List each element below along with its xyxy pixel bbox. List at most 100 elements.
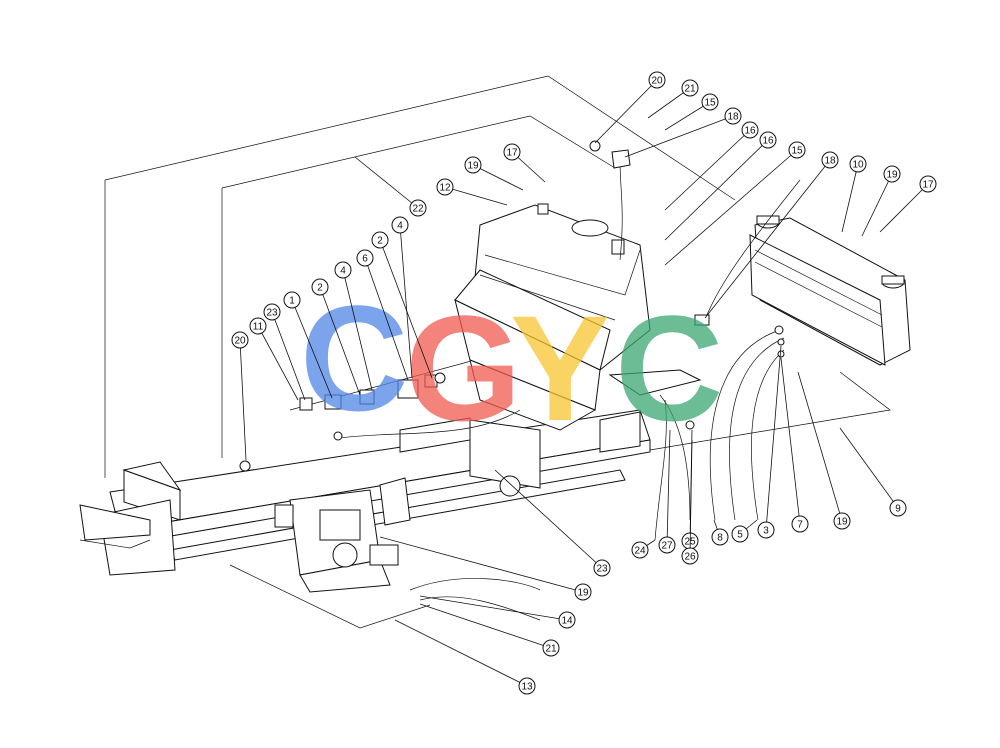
callout-3: 3 xyxy=(757,345,782,539)
callout-circle xyxy=(558,611,576,629)
callout-11: 11 xyxy=(249,317,299,401)
callout-leader-line xyxy=(257,325,299,401)
callout-16: 16 xyxy=(664,121,759,211)
callout-10: 10 xyxy=(841,155,867,233)
callout-circle xyxy=(849,155,867,173)
callout-5: 5 xyxy=(731,519,758,543)
callout-4: 4 xyxy=(391,216,413,379)
main-tank xyxy=(454,203,702,431)
callout-number: 20 xyxy=(234,336,246,347)
callout-leader-line xyxy=(291,299,333,399)
callout-9: 9 xyxy=(839,427,907,517)
callout-17: 17 xyxy=(879,175,937,233)
callout-circle xyxy=(283,291,301,309)
callout-20: 20 xyxy=(594,71,666,144)
callout-circle xyxy=(334,261,352,279)
callout-7: 7 xyxy=(780,357,809,533)
callout-leader-line xyxy=(239,339,247,461)
callout-circle xyxy=(701,93,719,111)
callout-2: 2 xyxy=(311,278,361,396)
callout-leader-line xyxy=(319,286,361,396)
callout-number: 12 xyxy=(439,183,451,194)
callout-13: 13 xyxy=(394,619,536,695)
callout-15: 15 xyxy=(664,93,719,131)
callout-18: 18 xyxy=(624,107,742,158)
callout-leader-line xyxy=(664,129,751,211)
callout-22: 22 xyxy=(354,156,427,217)
watermark-letter: Y xyxy=(510,284,610,452)
callout-16: 16 xyxy=(664,131,777,241)
callout-4: 4 xyxy=(334,261,373,391)
callout-circle xyxy=(356,249,374,267)
callout-circle xyxy=(681,547,699,565)
callout-circle xyxy=(231,331,249,349)
callout-8: 8 xyxy=(711,519,729,546)
callout-number: 19 xyxy=(577,588,589,599)
callout-21: 21 xyxy=(647,79,699,119)
callout-number: 14 xyxy=(561,616,573,627)
callout-circle xyxy=(263,303,281,321)
callout-18: 18 xyxy=(704,151,839,319)
callout-circle xyxy=(711,528,729,546)
callout-circle xyxy=(889,499,907,517)
callout-number: 7 xyxy=(797,520,803,531)
callout-circle xyxy=(503,143,521,161)
callout-circle xyxy=(518,677,536,695)
callout-24: 24 xyxy=(631,539,656,559)
callout-leader-line xyxy=(624,115,734,158)
callout-number: 26 xyxy=(684,552,696,563)
callout-number: 1 xyxy=(289,296,295,307)
callout-circle xyxy=(883,165,901,183)
callout-circle xyxy=(788,141,806,159)
callout-leader-line xyxy=(797,371,843,522)
callout-circle xyxy=(409,199,427,217)
pump-assembly xyxy=(274,477,411,593)
callout-19: 19 xyxy=(464,156,524,191)
watermark-letter: C xyxy=(615,284,723,452)
callout-number: 13 xyxy=(521,682,533,693)
callout-number: 2 xyxy=(317,283,323,294)
callout-leader-line xyxy=(444,186,508,206)
callout-number: 16 xyxy=(762,136,774,147)
callout-circle xyxy=(821,151,839,169)
callout-leader-line xyxy=(839,427,899,509)
callout-circle xyxy=(391,216,409,234)
callout-number: 17 xyxy=(922,180,934,191)
callout-circle xyxy=(741,121,759,139)
callout-2: 2 xyxy=(371,231,433,379)
callout-number: 4 xyxy=(397,221,403,232)
callout-number: 18 xyxy=(727,112,739,123)
callout-number: 4 xyxy=(340,266,346,277)
callout-26: 26 xyxy=(681,439,699,565)
callout-circle xyxy=(759,131,777,149)
callout-number: 9 xyxy=(895,504,901,515)
hoses-and-fittings xyxy=(239,140,801,621)
callout-number: 8 xyxy=(717,533,723,544)
callout-circle xyxy=(658,536,676,554)
callout-circle xyxy=(648,71,666,89)
callout-leader-line xyxy=(419,603,552,649)
callout-circle xyxy=(681,79,699,97)
callout-23: 23 xyxy=(494,469,611,577)
callout-19: 19 xyxy=(797,371,851,530)
watermark-letter: C xyxy=(300,274,408,442)
callout-leader-line xyxy=(419,595,568,621)
callout-circle xyxy=(311,278,329,296)
callout-circle xyxy=(542,639,560,657)
callout-leader-line xyxy=(861,173,893,237)
callout-circle xyxy=(593,559,611,577)
callout-number: 11 xyxy=(253,322,264,333)
callout-number: 21 xyxy=(545,644,557,655)
callout-circle xyxy=(371,231,389,249)
callout-leader-line xyxy=(689,439,693,557)
callout-circle xyxy=(724,107,742,125)
callout-leader-line xyxy=(399,224,413,379)
callout-leader-line xyxy=(394,619,528,687)
callout-leader-line xyxy=(342,269,373,391)
callout-number: 10 xyxy=(852,160,864,171)
callout-number: 2 xyxy=(377,236,383,247)
